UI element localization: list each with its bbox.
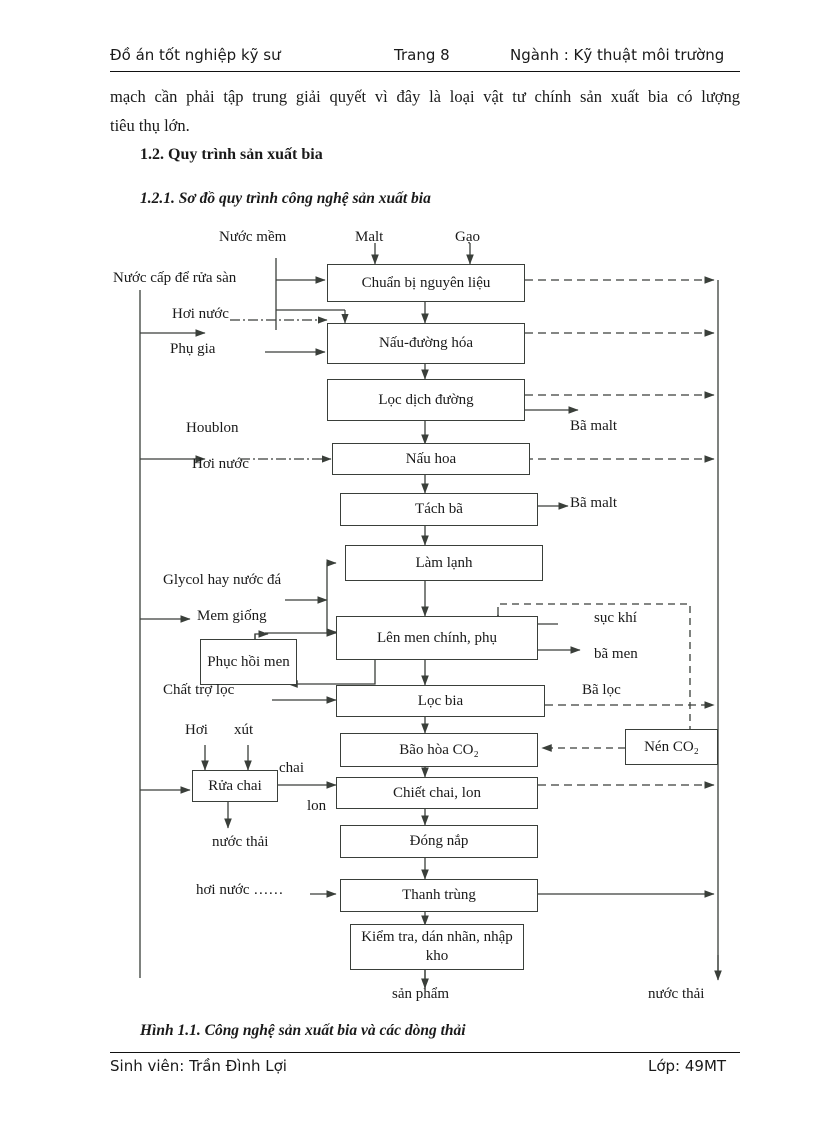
- input-label-hoi-nuoc-2: Hơi nước: [192, 456, 249, 472]
- box-label: Nén CO₂: [644, 738, 699, 755]
- box-label: Lọc bia: [417, 692, 464, 709]
- page-header: Đồ án tốt nghiệp kỹ sư Trang 8 Ngành : K…: [110, 46, 740, 68]
- box-label: Tách bã: [415, 501, 463, 517]
- box-label: Phục hồi men: [207, 653, 290, 670]
- box-label: Chiết chai, lon: [393, 784, 481, 801]
- input-label-gao: Gạo: [455, 229, 480, 245]
- output-label-ba-men: bã men: [594, 646, 638, 662]
- process-box-loc-dich-duong: Lọc dịch đường: [327, 379, 525, 421]
- output-label-san-pham: sản phẩm: [392, 986, 450, 1002]
- output-label-suc-khi: sục khí: [594, 610, 637, 626]
- header-page-number: Trang 8: [394, 46, 450, 64]
- output-label-ba-malt-1: Bã malt: [570, 418, 618, 434]
- output-label-lon: lon: [307, 798, 327, 814]
- input-label-hoi: Hơi: [185, 722, 208, 738]
- process-box-len-men-chinh-phu: Lên men chính, phụ: [336, 616, 538, 660]
- process-box-bao-hoa-co2: Bão hòa CO₂: [340, 733, 538, 767]
- process-box-chuan-bi-nguyen-lieu: Chuẩn bị nguyên liệu: [327, 264, 525, 302]
- process-box-kiem-tra-dan-nhan-nhap-kho: Kiểm tra, dán nhãn, nhập kho: [350, 924, 524, 970]
- input-label-malt: Malt: [355, 229, 384, 245]
- box-label: Nấu-đường hóa: [379, 335, 473, 351]
- process-box-dong-nap: Đóng nắp: [340, 825, 538, 858]
- input-label-phu-gia: Phụ gia: [170, 341, 216, 357]
- output-label-nuoc-thai-2: nước thải: [648, 986, 705, 1002]
- input-label-xut: xút: [234, 722, 254, 738]
- input-label-nuoc-mem: Nước mềm: [219, 229, 287, 245]
- box-label: Đóng nắp: [409, 833, 469, 849]
- box-label: Rửa chai: [208, 777, 262, 794]
- process-box-loc-bia: Lọc bia: [336, 685, 545, 717]
- box-label: Thanh trùng: [402, 887, 476, 903]
- box-label: Nấu hoa: [405, 450, 457, 467]
- footer-student-name: Sinh viên: Trần Đình Lợi: [110, 1057, 287, 1075]
- input-label-hoi-nuoc-1: Hơi nước: [172, 306, 229, 322]
- process-box-tach-ba: Tách bã: [340, 493, 538, 526]
- footer-class: Lớp: 49MT: [648, 1057, 727, 1075]
- process-box-rua-chai: Rửa chai: [192, 770, 278, 802]
- process-box-phuc-hoi-men: Phục hồi men: [200, 639, 297, 685]
- header-divider: [110, 71, 740, 72]
- input-label-mem-giong: Mem giống: [197, 608, 267, 624]
- box-label: Bão hòa CO₂: [399, 741, 479, 758]
- section-heading-1-2-1: 1.2.1. Sơ đồ quy trình công nghệ sản xuấ…: [140, 190, 431, 207]
- output-label-ba-loc: Bã lọc: [582, 682, 621, 698]
- box-label: Làm lạnh: [415, 554, 473, 571]
- output-label-ba-malt-2: Bã malt: [570, 495, 618, 511]
- header-right-text: Ngành : Kỹ thuật môi trường: [510, 46, 725, 64]
- process-box-chiet-chai-lon: Chiết chai, lon: [336, 777, 538, 809]
- process-box-nau-hoa: Nấu hoa: [332, 443, 530, 475]
- output-label-nuoc-thai-1: nước thải: [212, 834, 269, 850]
- box-label: Lên men chính, phụ: [377, 629, 497, 646]
- process-box-nau-duong-hoa: Nấu-đường hóa: [327, 323, 525, 364]
- box-label: Lọc dịch đường: [378, 391, 474, 408]
- paragraph-line-1: mạch cần phải tập trung giải quyết vì đâ…: [110, 87, 740, 106]
- input-label-houblon: Houblon: [186, 420, 239, 436]
- process-box-nen-co2: Nén CO₂: [625, 729, 718, 765]
- input-label-hoi-nuoc-3: hơi nước ……: [196, 882, 284, 898]
- figure-caption: Hình 1.1. Công nghệ sản xuất bia và các …: [140, 1022, 466, 1039]
- output-label-chai: chai: [279, 760, 304, 776]
- footer-divider: [110, 1052, 740, 1053]
- body-paragraph: mạch cần phải tập trung giải quyết vì đâ…: [110, 82, 740, 140]
- paragraph-line-2: tiêu thụ lớn.: [110, 116, 190, 135]
- box-label: Kiểm tra, dán nhãn, nhập kho: [361, 929, 513, 964]
- section-heading-1-2: 1.2. Quy trình sản xuất bia: [140, 146, 323, 163]
- input-label-chat-tro-loc: Chất trợ lọc: [163, 682, 235, 698]
- process-box-thanh-trung: Thanh trùng: [340, 879, 538, 912]
- input-label-nuoc-cap: Nước cấp để rửa sàn: [113, 270, 237, 286]
- box-label: Chuẩn bị nguyên liệu: [361, 274, 491, 291]
- header-left-text: Đồ án tốt nghiệp kỹ sư: [110, 46, 281, 64]
- process-box-lam-lanh: Làm lạnh: [345, 545, 543, 581]
- input-label-glycol: Glycol hay nước đá: [163, 572, 282, 588]
